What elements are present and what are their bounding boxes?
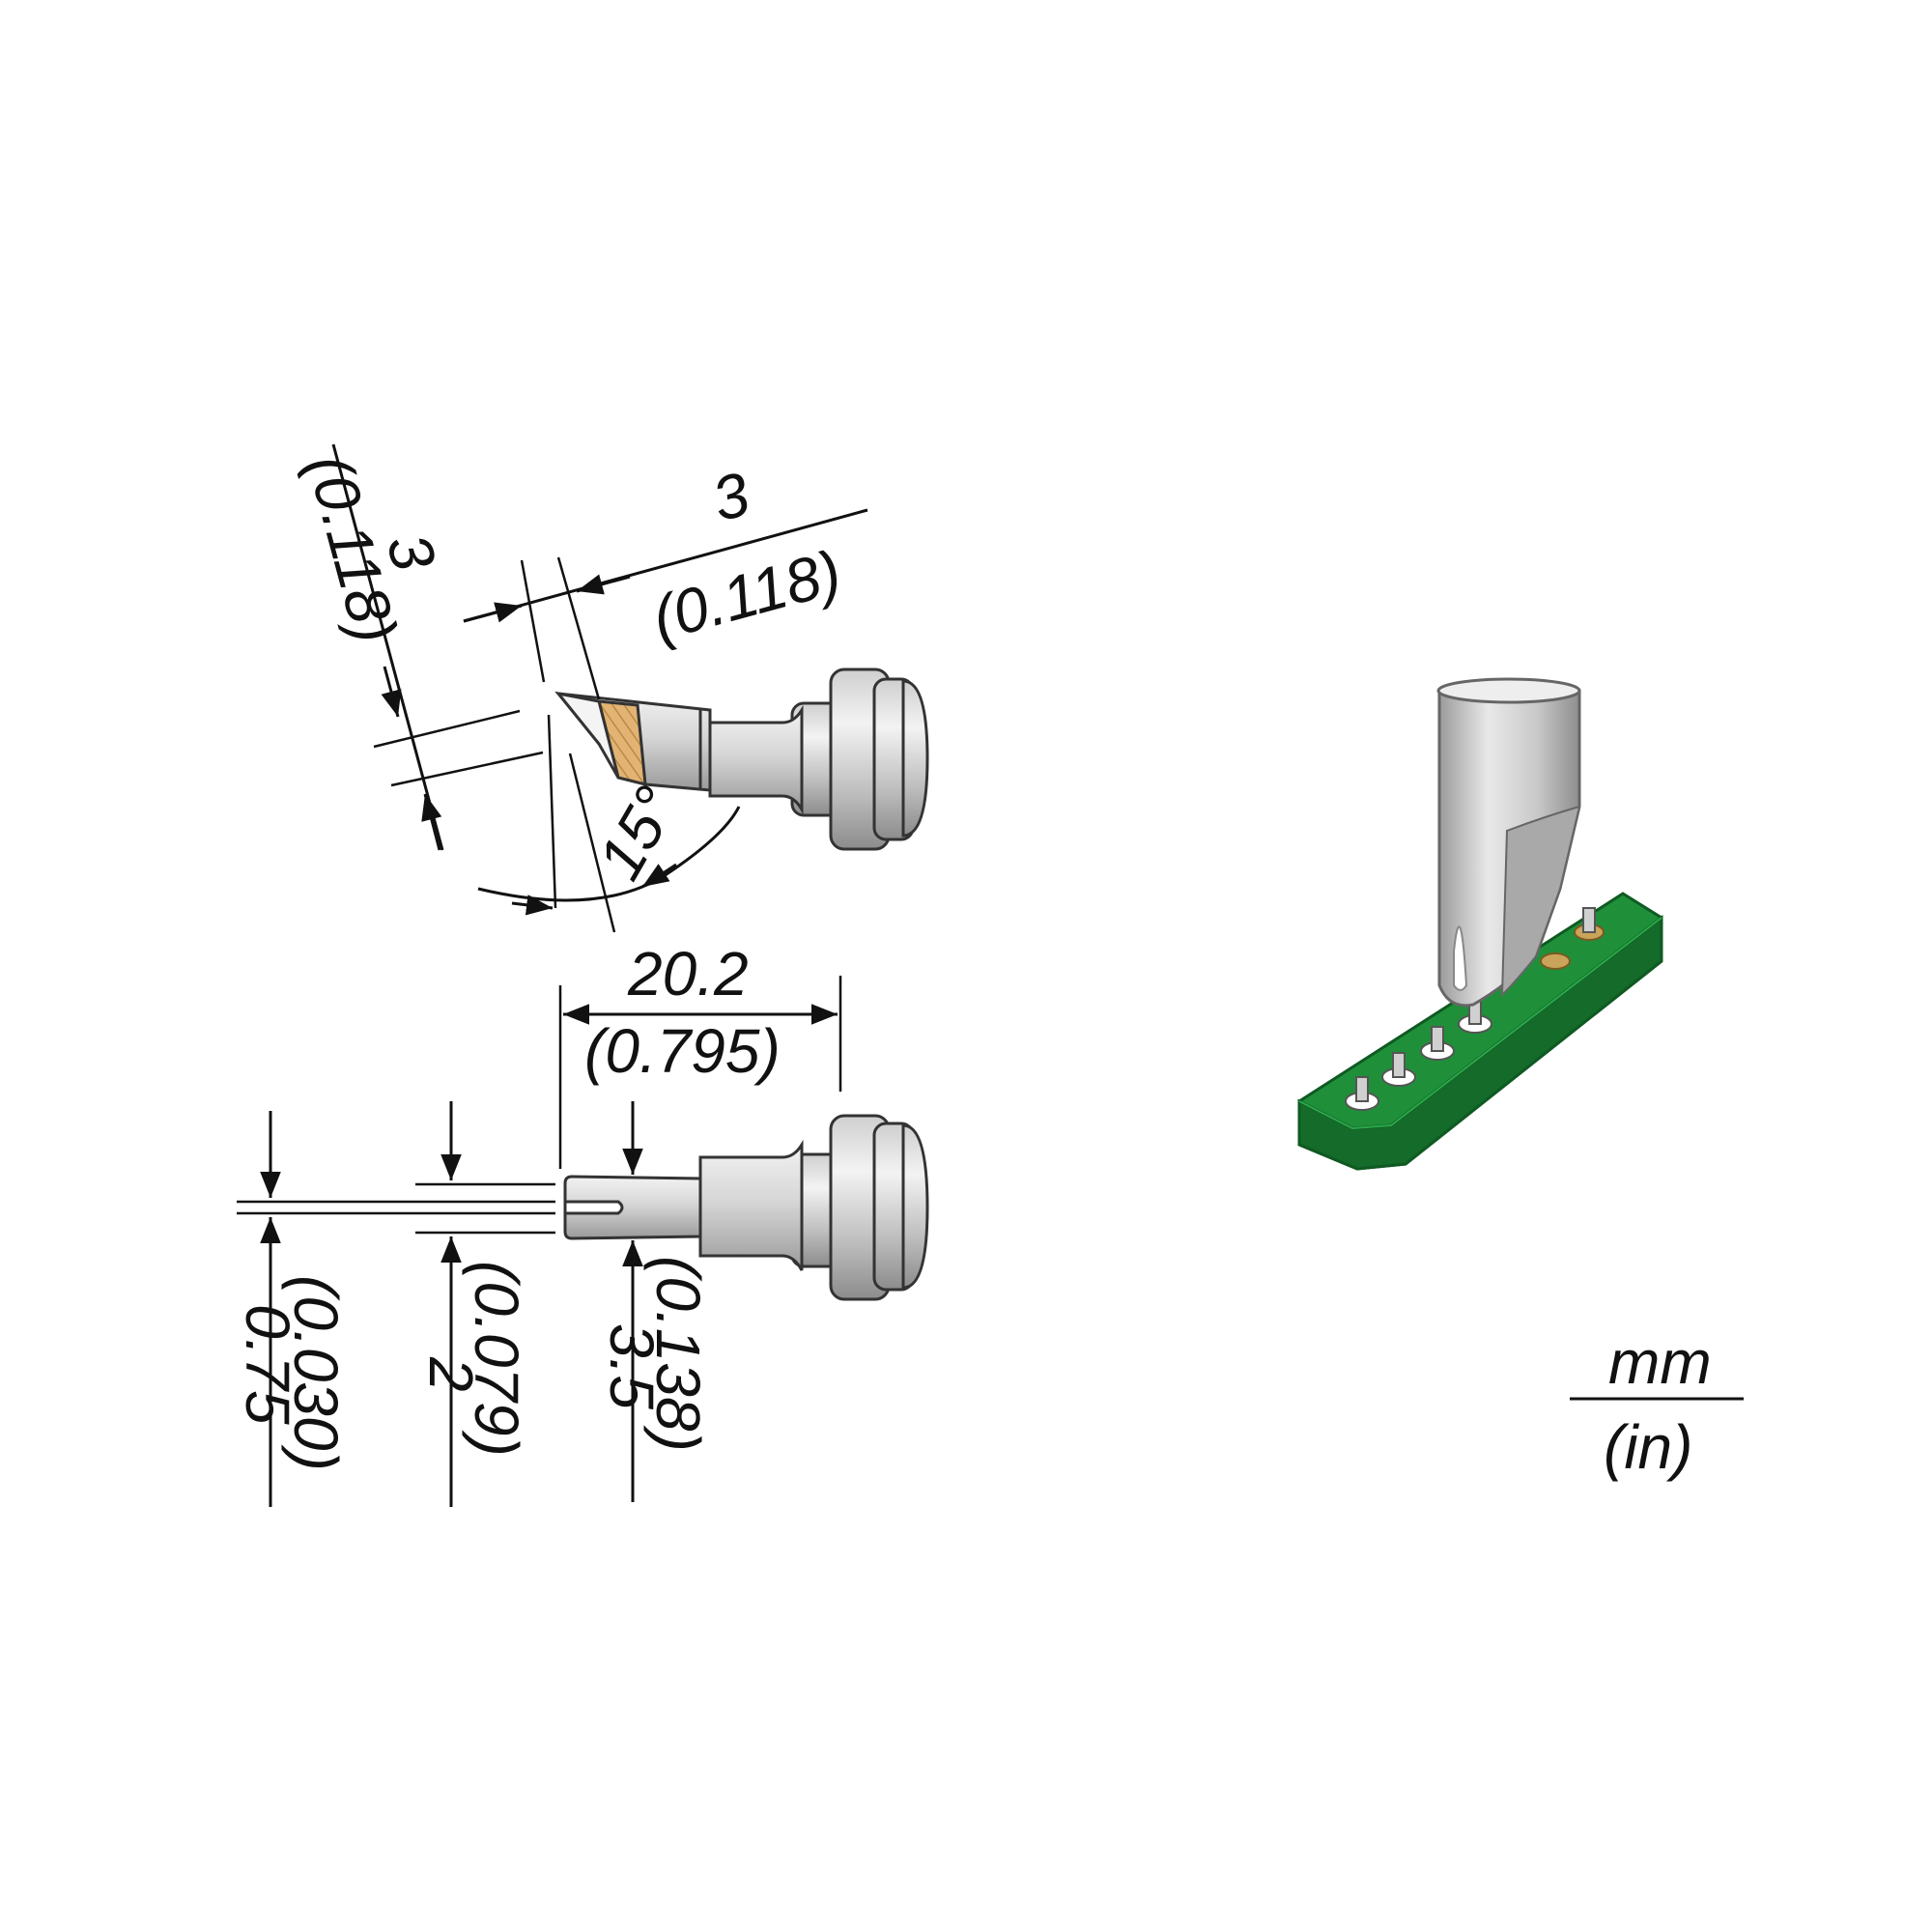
tip-blade-bottom <box>563 1175 702 1240</box>
tip-side-view: 3 (0.118) 3 (0.118) 15° <box>294 443 929 933</box>
tip-top-view: 0.75 (0.030) 2 (0.079) 3.5 (0.138) 20.2 … <box>233 939 929 1507</box>
dim-slot-width-in: (0.030) <box>281 1275 351 1471</box>
dim-tip-length-mm: 20.2 <box>627 939 749 1009</box>
tip-shank-top <box>708 704 804 815</box>
tip-cylinder <box>1436 677 1581 1008</box>
tip-shank-bottom <box>698 1139 804 1271</box>
dim-slot-width-mm: 0.75 <box>233 1304 302 1425</box>
unit-primary: mm <box>1608 1327 1712 1397</box>
dim-tip-width-in: (0.118) <box>645 537 848 654</box>
tip-head-bottom <box>790 1114 929 1301</box>
tip-on-pcb-illustration <box>1297 677 1663 1171</box>
dim-tip-diameter-mm: 3.5 <box>597 1323 667 1409</box>
dim-slot-depth-in: (0.079) <box>462 1261 531 1457</box>
dim-tip-width-mm: 3 <box>705 459 756 535</box>
tip-head-top <box>790 668 929 851</box>
tip-slot <box>563 1200 624 1215</box>
dim-tip-diameter-in: (0.138) <box>643 1256 713 1452</box>
unit-secondary: (in) <box>1604 1412 1692 1482</box>
units-legend: mm (in) <box>1570 1327 1744 1482</box>
pcb-pins <box>1345 907 1605 1111</box>
dim-tip-length-in: (0.795) <box>584 1016 781 1086</box>
dim-slot-depth-mm: 2 <box>416 1356 486 1392</box>
